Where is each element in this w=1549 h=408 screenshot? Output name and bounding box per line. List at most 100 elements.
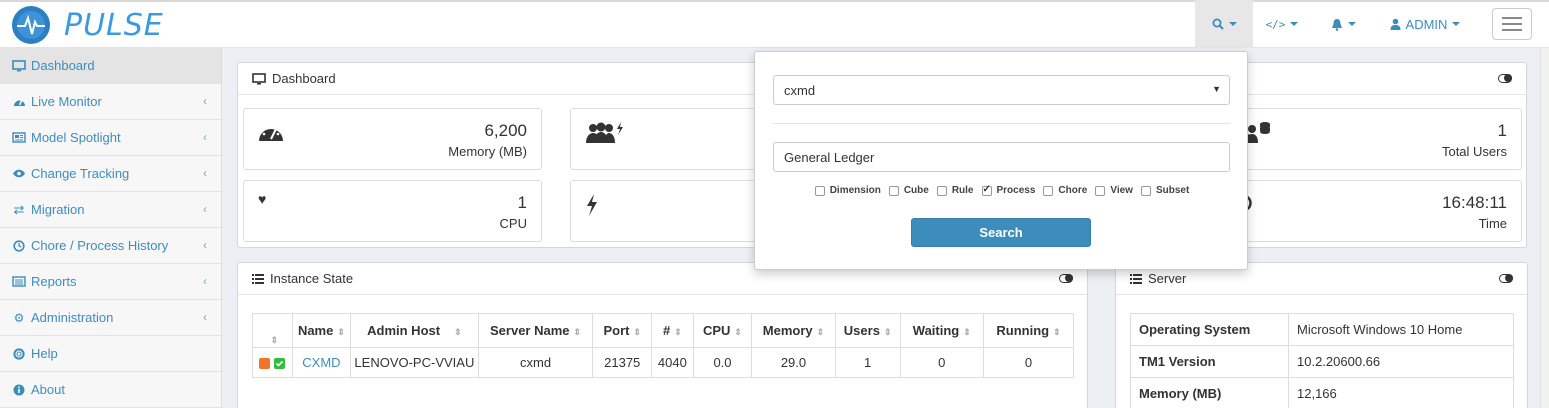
port-cell: 21375 [592,347,652,378]
column-header-status[interactable]: ⇕ [252,313,293,348]
server-info-value: Microsoft Windows 10 Home [1288,313,1514,346]
server-title: Server [1148,271,1187,286]
code-menu-button[interactable]: </> [1253,0,1311,48]
running-status-icon[interactable] [274,358,286,370]
stop-status-icon[interactable] [259,358,271,370]
page-scrollbar[interactable] [1540,48,1549,408]
sidebar-item-about[interactable]: About [0,372,221,408]
filter-subset[interactable]: Subset [1140,185,1189,196]
server-box: Server Operating System Microsoft Window… [1115,262,1528,408]
checkbox-view[interactable] [1095,185,1106,196]
status-cell [252,347,293,378]
checkbox-rule[interactable] [936,185,947,196]
sort-icon: ⇕ [963,327,971,337]
retweet-icon: ⇄ [13,201,25,217]
tachometer-icon [258,121,284,146]
filter-cube[interactable]: Cube [888,185,929,196]
column-header-number[interactable]: #⇕ [650,313,694,348]
sort-icon: ⇕ [633,327,641,337]
chevron-left-icon: ‹ [203,202,207,216]
sort-icon: ⇕ [674,327,682,337]
waiting-cell: 0 [899,347,985,378]
sidebar-item-label: Live Monitor [31,94,102,109]
memory-value: 6,200 [484,121,527,140]
sidebar-item-live-monitor[interactable]: Live Monitor ‹ [0,84,221,120]
brand[interactable]: PULSE [12,6,164,44]
search-input[interactable] [773,142,1230,172]
checkbox-subset[interactable] [1140,185,1151,196]
filter-view[interactable]: View [1095,185,1133,196]
server-select-value: cxmd [784,82,816,98]
notifications-button[interactable] [1311,0,1375,48]
column-header-waiting[interactable]: Waiting⇕ [899,313,985,348]
chevron-left-icon: ‹ [203,238,207,252]
column-header-cpu[interactable]: CPU⇕ [692,313,753,348]
sidebar-item-reports[interactable]: Reports ‹ [0,264,221,300]
column-header-admin-host[interactable]: Admin Host⇕ [350,313,479,348]
column-header-users[interactable]: Users⇕ [834,313,901,348]
chevron-left-icon: ‹ [203,94,207,108]
filter-rule[interactable]: Rule [936,185,974,196]
column-header-port[interactable]: Port⇕ [592,313,652,348]
tachometer-icon [12,96,26,107]
column-header-name[interactable]: Name⇕ [291,313,352,348]
user-name: ADMIN [1405,16,1448,32]
chevron-left-icon: ‹ [203,166,207,180]
monitor-icon [252,72,266,85]
sidebar-item-migration[interactable]: ⇄ Migration ‹ [0,192,221,228]
chevron-down-icon [1228,22,1237,26]
sort-icon: ⇕ [270,335,279,345]
toggle-icon[interactable] [1499,274,1513,283]
instance-name-link[interactable]: CXMD [302,355,341,370]
toggle-icon[interactable] [1059,274,1073,283]
sidebar-item-help[interactable]: Help [0,336,221,372]
sidebar-item-change-tracking[interactable]: Change Tracking ‹ [0,156,221,192]
filter-dimension[interactable]: Dimension [814,185,881,196]
server-select[interactable]: cxmd ▼ [773,75,1230,105]
bolt-icon [585,193,599,220]
clock-icon [12,239,26,252]
filter-chore[interactable]: Chore [1043,185,1087,196]
instance-name-cell: CXMD [291,347,352,378]
total-users-label: Total Users [1441,144,1507,159]
monitor-icon [12,59,26,72]
hamburger-menu-button[interactable] [1492,8,1532,40]
checkbox-process[interactable] [981,184,992,196]
divider [773,123,1230,124]
column-header-memory[interactable]: Memory⇕ [751,313,836,348]
list-icon [252,273,264,284]
server-info-key: Memory (MB) [1130,377,1289,408]
table-header-row: ⇕ Name⇕ Admin Host⇕ Server Name⇕ Port⇕ #… [252,313,1074,348]
checkbox-cube[interactable] [888,185,899,196]
sort-icon: ⇕ [454,327,462,337]
cpu-stat: ♥ 1 CPU [243,180,542,242]
chevron-left-icon: ‹ [203,310,207,324]
checkbox-chore[interactable] [1043,185,1054,196]
sidebar-item-label: Administration [31,310,114,325]
cpu-value: 1 [517,193,527,212]
time-value: 16:48:11 [1442,193,1507,212]
brand-name: PULSE [64,7,164,43]
pulse-logo-icon [12,6,50,44]
column-header-running[interactable]: Running⇕ [983,313,1074,348]
sidebar-item-label: Change Tracking [31,166,130,181]
user-menu-button[interactable]: ADMIN [1375,0,1475,48]
info-circle-icon [12,384,26,396]
cpu-label: CPU [499,216,527,231]
sidebar-item-chore-process-history[interactable]: Chore / Process History ‹ [0,228,221,264]
sidebar-item-dashboard[interactable]: Dashboard [0,48,221,84]
search-filter-group: Dimension Cube Rule Process Chore View S… [755,184,1249,196]
search-toggle-button[interactable] [1195,0,1253,48]
column-header-server-name[interactable]: Server Name⇕ [477,313,594,348]
top-border [0,0,1549,2]
filter-process[interactable]: Process [981,184,1035,196]
sidebar-item-label: About [31,382,65,397]
sidebar-item-model-spotlight[interactable]: Model Spotlight ‹ [0,120,221,156]
checkbox-dimension[interactable] [814,185,825,196]
search-button[interactable]: Search [911,218,1091,247]
sidebar-item-label: Reports [31,274,77,289]
sidebar-item-administration[interactable]: ⚙ Administration ‹ [0,300,221,336]
search-dropdown: cxmd ▼ Dimension Cube Rule Process Chore… [754,51,1248,270]
toggle-icon[interactable] [1498,74,1512,83]
server-box-header: Server [1116,263,1527,295]
